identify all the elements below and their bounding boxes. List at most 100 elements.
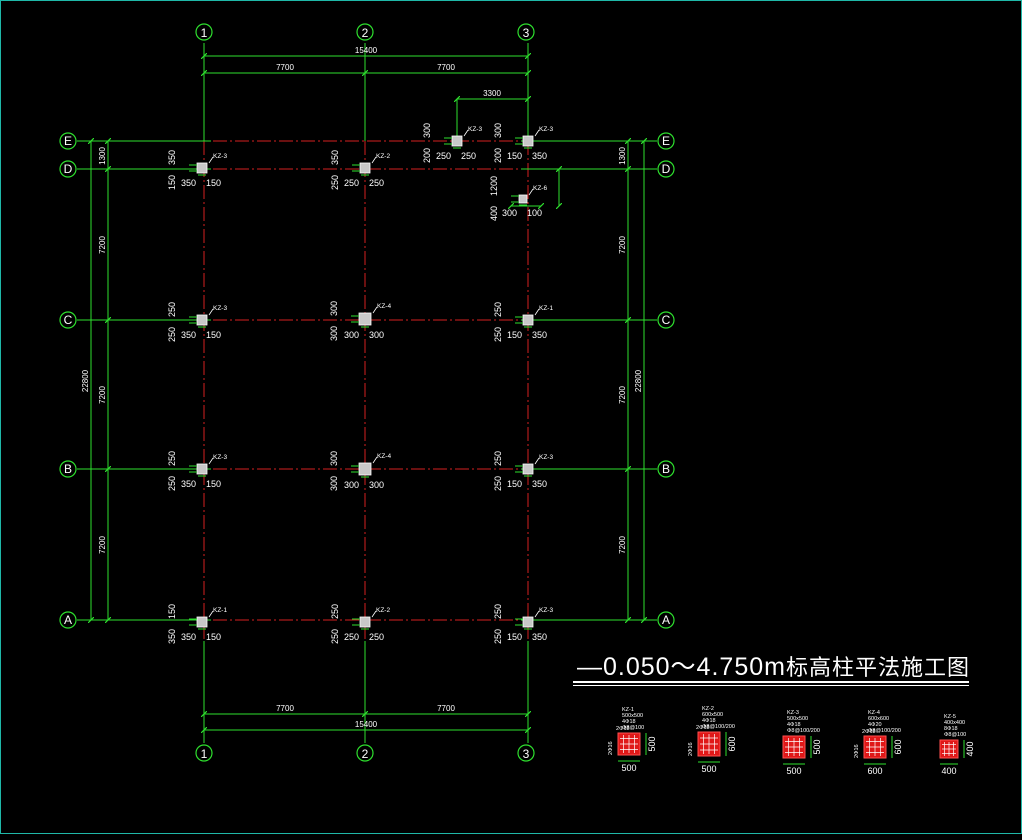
- section-stirrup-spec: Φ8@100/200: [868, 728, 901, 734]
- column-dim-down: 250: [493, 327, 503, 342]
- column-marker: [196, 314, 208, 326]
- section-height: 400: [965, 741, 975, 756]
- column-dim-left: 350: [181, 632, 196, 642]
- title-underline-thin: [573, 685, 969, 686]
- column-dim-down: 400: [489, 206, 499, 221]
- column-section-details: KZ-1500x5004Φ18Φ8@1002Φ182Φ16500500KZ-26…: [608, 706, 975, 776]
- column-dim-right: 150: [206, 479, 221, 489]
- dim-top-total: 15400: [355, 46, 378, 55]
- section-stirrup-spec: Φ8@100: [944, 732, 966, 738]
- column-dim-down: 200: [422, 148, 432, 163]
- column-marker: [522, 135, 534, 147]
- section-stirrups: [700, 734, 718, 754]
- column-leader: [463, 129, 469, 137]
- section-height: 600: [727, 736, 737, 751]
- column-type-label: KZ-1: [213, 607, 227, 614]
- column-dim-up: 250: [167, 451, 177, 466]
- column-marker: [358, 462, 372, 476]
- column-dim-up: 250: [167, 302, 177, 317]
- column-dim-up: 300: [422, 123, 432, 138]
- column-dim-up: 250: [493, 451, 503, 466]
- axis-label-2-bottom: 2: [362, 747, 369, 761]
- column-type-label: KZ-3: [539, 607, 553, 614]
- column-dim-up: 300: [329, 301, 339, 316]
- drawing-title-text: 标高柱平法施工图: [785, 656, 970, 681]
- column-dim-right: 250: [369, 178, 384, 188]
- column-marker: [451, 135, 463, 147]
- column-dim-left: 300: [502, 208, 517, 218]
- column-leader: [208, 610, 214, 618]
- grid-row-lines: [81, 140, 651, 621]
- dim-bottom-span-1: 7700: [276, 704, 294, 713]
- column-dim-right: 250: [461, 151, 476, 161]
- dim-top-extra: 3300: [483, 89, 501, 98]
- section-stirrups: [785, 738, 803, 756]
- title-underline-thick: [573, 681, 969, 683]
- column-dim-up: 250: [330, 604, 340, 619]
- column-dim-up: 250: [493, 302, 503, 317]
- column-marker: [359, 162, 371, 174]
- column-dim-down: 250: [330, 629, 340, 644]
- column-dim-down: 300: [329, 476, 339, 491]
- axis-label-c-left: C: [64, 313, 73, 327]
- section-width: 500: [786, 766, 801, 776]
- dim-left-cb: 7200: [98, 386, 107, 404]
- section-side-bars: 2Φ16: [608, 741, 614, 755]
- column-marker: [522, 616, 534, 628]
- column-dim-right: 150: [206, 330, 221, 340]
- column-leader: [208, 457, 214, 465]
- section-main-bars: 4Φ20: [868, 722, 882, 728]
- column-dim-up: 350: [167, 150, 177, 165]
- column-dim-right: 350: [532, 632, 547, 642]
- column-dim-down: 250: [493, 476, 503, 491]
- column-dim-left: 250: [344, 178, 359, 188]
- column-dim-up: 150: [167, 604, 177, 619]
- section-main-bars: 4Φ18: [702, 718, 716, 724]
- column-marker: [522, 463, 534, 475]
- axis-label-b-right: B: [662, 462, 670, 476]
- column-type-label: KZ-3: [539, 126, 553, 133]
- column-type-label: KZ-2: [376, 607, 390, 614]
- column-leader: [371, 156, 377, 164]
- section-height: 500: [812, 739, 822, 754]
- section-size: 400x400: [944, 720, 965, 726]
- column-leader: [534, 129, 540, 137]
- column-leader: [372, 306, 378, 314]
- grid-column-lines: [203, 141, 529, 641]
- column-dim-left: 350: [181, 479, 196, 489]
- column-dim-right: 350: [532, 479, 547, 489]
- column-dim-up: 300: [493, 123, 503, 138]
- dim-top-span-2: 7700: [437, 63, 455, 72]
- column-dim-down: 200: [493, 148, 503, 163]
- column-marker: [196, 463, 208, 475]
- column-dim-down: 150: [167, 175, 177, 190]
- column-dim-up: 250: [493, 604, 503, 619]
- dim-left-total: 22800: [81, 369, 90, 392]
- column-leader: [534, 457, 540, 465]
- section-size: 600x600: [868, 716, 889, 722]
- column-dim-right: 300: [369, 330, 384, 340]
- axis-label-3-bottom: 3: [523, 747, 530, 761]
- section-top-bars: 2Φ18: [616, 726, 630, 732]
- section-name: KZ-1: [622, 707, 634, 713]
- dim-top-span-1: 7700: [276, 63, 294, 72]
- axis-label-b-left: B: [64, 462, 72, 476]
- axis-label-d-right: D: [662, 162, 671, 176]
- column-leader: [534, 610, 540, 618]
- section-stirrup-spec: Φ8@100/200: [702, 724, 735, 730]
- section-height: 500: [647, 736, 657, 751]
- column-dim-left: 250: [344, 632, 359, 642]
